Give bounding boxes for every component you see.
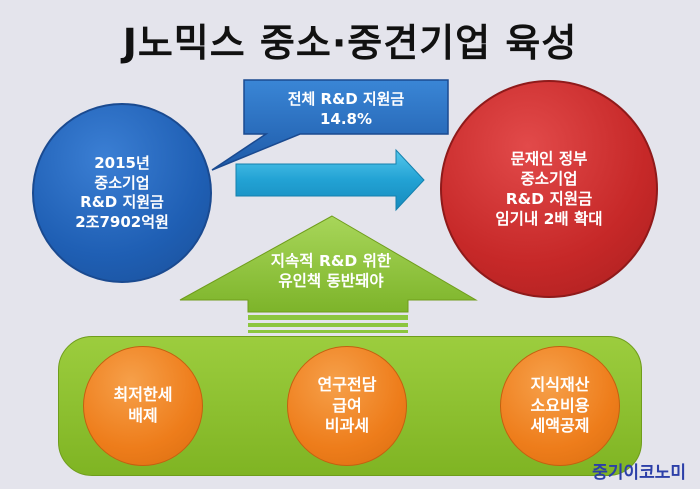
policy-text: 최저한세 배제 bbox=[113, 385, 173, 425]
policy-text: 연구전담 급여 비과세 bbox=[317, 374, 377, 436]
right-arrow bbox=[235, 148, 425, 212]
left-circle-text: 2015년 중소기업 R&D 지원금 2조7902억원 bbox=[75, 154, 169, 231]
policy-text: 지식재산 소요비용 세액공제 bbox=[530, 374, 590, 436]
page-title: J노믹스 중소·중견기업 육성 bbox=[122, 21, 578, 65]
up-arrow-stripe bbox=[248, 315, 408, 320]
policy-circle: 최저한세 배제 bbox=[83, 346, 203, 466]
callout-text: 전체 R&D 지원금 14.8% bbox=[287, 89, 405, 128]
up-arrow-stripe bbox=[248, 323, 408, 327]
right-circle: 문재인 정부 중소기업 R&D 지원금 임기내 2배 확대 bbox=[440, 80, 658, 298]
right-circle-text: 문재인 정부 중소기업 R&D 지원금 임기내 2배 확대 bbox=[495, 149, 603, 229]
left-circle: 2015년 중소기업 R&D 지원금 2조7902억원 bbox=[32, 103, 212, 283]
up-arrow-text: 지속적 R&D 위한 유인책 동반돼야 bbox=[270, 251, 392, 290]
logo: 중기이코노미 bbox=[592, 463, 686, 483]
policy-circle: 지식재산 소요비용 세액공제 bbox=[500, 346, 620, 466]
up-arrow-stripe bbox=[248, 330, 408, 333]
callout-shape bbox=[211, 79, 449, 171]
policy-circle: 연구전담 급여 비과세 bbox=[287, 346, 407, 466]
up-arrow bbox=[179, 215, 478, 313]
